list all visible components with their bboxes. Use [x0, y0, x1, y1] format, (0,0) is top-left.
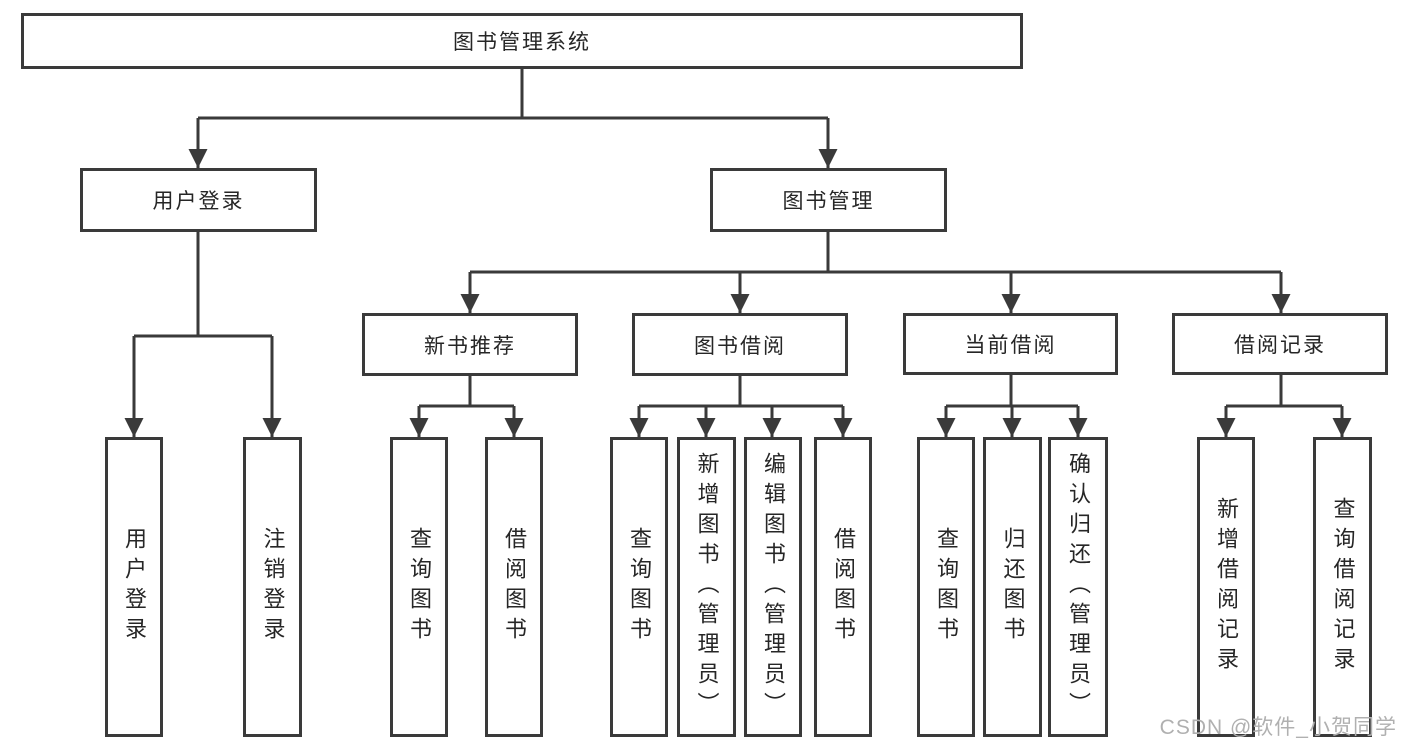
- csdn-watermark: CSDN @软件_小贺同学: [1159, 716, 1397, 739]
- node-user-login: 用户登录: [80, 168, 317, 232]
- node-leaf-query-books-3: 查询图书: [917, 437, 975, 737]
- node-leaf-logout: 注销登录: [243, 437, 302, 737]
- node-leaf-query-books-2: 查询图书: [610, 437, 668, 737]
- node-new-book-recommend: 新书推荐: [362, 313, 578, 376]
- node-leaf-edit-books-admin: 编辑图书（管理员）: [744, 437, 802, 737]
- node-leaf-add-borrow-record: 新增借阅记录: [1197, 437, 1255, 737]
- node-current-borrow: 当前借阅: [903, 313, 1118, 375]
- node-leaf-borrow-books-1: 借阅图书: [485, 437, 543, 737]
- node-book-management: 图书管理: [710, 168, 947, 232]
- node-borrow-records: 借阅记录: [1172, 313, 1388, 375]
- node-leaf-borrow-books-2: 借阅图书: [814, 437, 872, 737]
- node-leaf-query-borrow-record: 查询借阅记录: [1313, 437, 1372, 737]
- node-leaf-add-books-admin: 新增图书（管理员）: [677, 437, 736, 737]
- node-leaf-confirm-return-admin: 确认归还（管理员）: [1048, 437, 1108, 737]
- node-root-title: 图书管理系统: [21, 13, 1023, 69]
- node-leaf-user-login: 用户登录: [105, 437, 163, 737]
- node-leaf-query-books-1: 查询图书: [390, 437, 448, 737]
- node-book-borrow: 图书借阅: [632, 313, 848, 376]
- node-leaf-return-books: 归还图书: [983, 437, 1042, 737]
